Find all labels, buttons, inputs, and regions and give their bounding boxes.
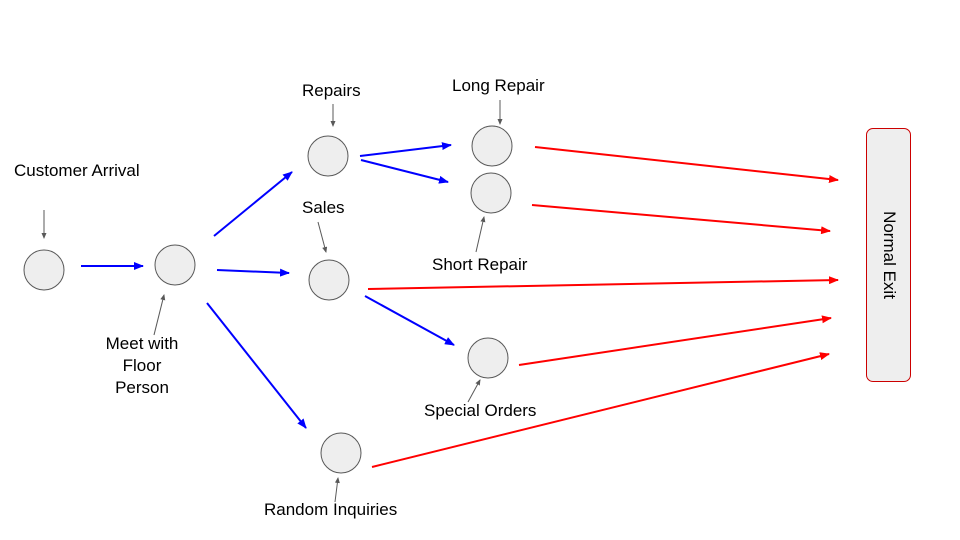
repairs-node bbox=[307, 135, 349, 177]
meet-floor-label-line1: Meet with bbox=[105, 334, 179, 353]
sales-pointer bbox=[317, 221, 328, 253]
repairs-label: Repairs bbox=[302, 81, 361, 100]
special-orders-node bbox=[467, 337, 509, 379]
special-orders-exit-arrow bbox=[518, 315, 832, 366]
meet-floor-pointer bbox=[153, 294, 166, 336]
meet-floor-label-line3: Person bbox=[115, 378, 169, 397]
sales-label: Sales bbox=[302, 198, 345, 217]
short-repair-label: Short Repair bbox=[432, 255, 528, 274]
short-repair-node bbox=[470, 172, 512, 214]
normal-exit-label: Normal Exit bbox=[879, 211, 899, 299]
long-repair-exit-arrow bbox=[534, 146, 839, 184]
random-inquiries-exit-arrow bbox=[371, 352, 830, 468]
sales-exit-arrow bbox=[367, 276, 839, 290]
customer-arrival-node bbox=[23, 249, 65, 291]
floor-to-random-arrow bbox=[206, 302, 307, 429]
floor-to-sales-arrow bbox=[216, 268, 290, 277]
repairs-to-long-arrow bbox=[359, 142, 452, 157]
meet-floor-node bbox=[154, 244, 196, 286]
random-inquiries-node bbox=[320, 432, 362, 474]
long-repair-label: Long Repair bbox=[452, 76, 545, 95]
normal-exit-box: Normal Exit bbox=[866, 128, 911, 382]
meet-floor-label: Meet with Floor Person bbox=[96, 333, 188, 399]
sales-to-special-arrow bbox=[364, 295, 455, 346]
random-inquiries-label: Random Inquiries bbox=[264, 500, 398, 519]
short-repair-pointer bbox=[475, 216, 486, 253]
short-repair-exit-arrow bbox=[531, 204, 831, 235]
long-repair-node bbox=[471, 125, 513, 167]
sales-node bbox=[308, 259, 350, 301]
random-inquiries-pointer bbox=[334, 477, 340, 503]
repairs-to-short-arrow bbox=[360, 159, 449, 184]
special-orders-label: Special Orders bbox=[424, 401, 537, 420]
customer-arrival-label: Customer Arrival bbox=[14, 161, 140, 180]
special-orders-pointer bbox=[467, 379, 481, 403]
floor-to-repairs-arrow bbox=[213, 171, 293, 237]
meet-floor-label-line2: Floor bbox=[122, 356, 162, 375]
